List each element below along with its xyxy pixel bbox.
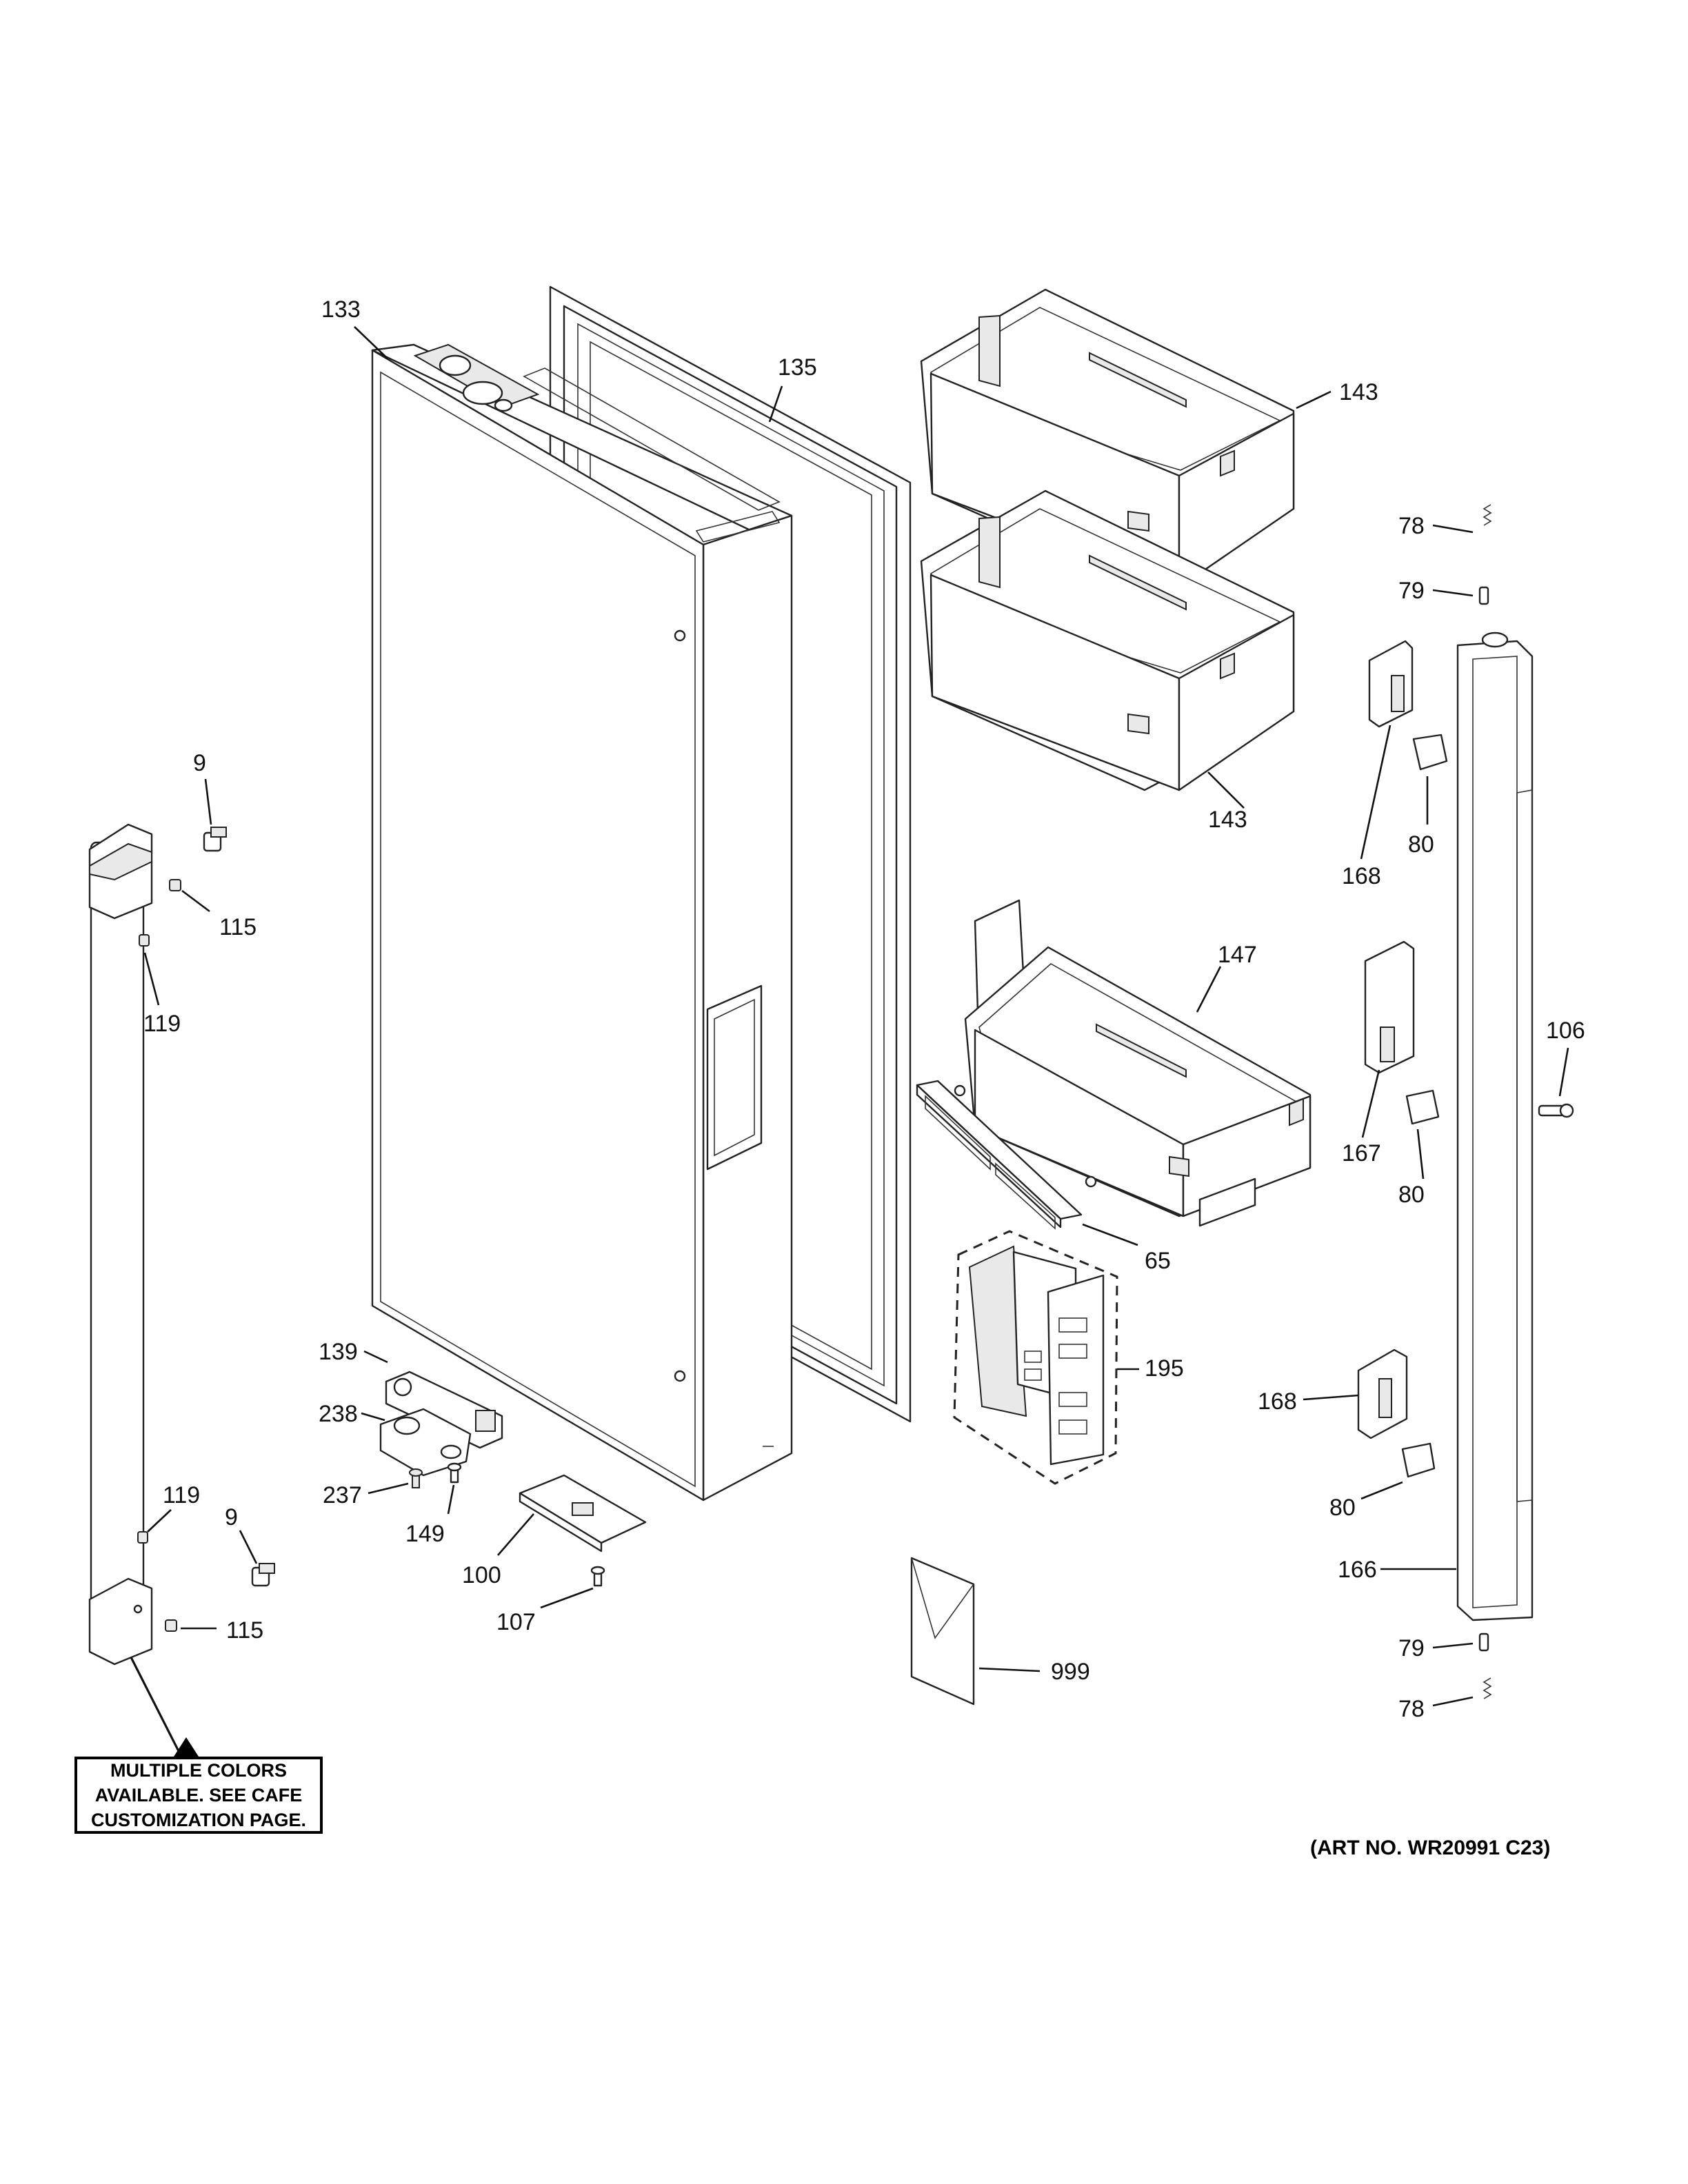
- spring-bottom[interactable]: [1483, 1677, 1492, 1699]
- hinge-upper[interactable]: [1368, 640, 1414, 728]
- set-screw-bottom[interactable]: [165, 1619, 177, 1632]
- hinge-trim-bar[interactable]: [1456, 631, 1534, 1621]
- callout-237: 237: [323, 1482, 362, 1508]
- callout-65: 65: [1145, 1248, 1171, 1274]
- callout-115-bottom: 115: [226, 1617, 263, 1644]
- callout-9-top: 9: [193, 750, 206, 776]
- callout-80-lower: 80: [1329, 1495, 1356, 1521]
- hinge-screw[interactable]: [1538, 1103, 1574, 1118]
- callout-79-bottom: 79: [1398, 1635, 1425, 1661]
- callout-167: 167: [1342, 1140, 1381, 1166]
- callout-139: 139: [319, 1339, 358, 1365]
- callout-80-upper: 80: [1408, 831, 1434, 858]
- callout-100: 100: [462, 1562, 501, 1588]
- art-number: (ART NO. WR20991 C23): [1310, 1837, 1551, 1859]
- door-stop-plate[interactable]: [519, 1474, 647, 1553]
- callout-79-top: 79: [1398, 578, 1425, 604]
- hinge-screw-237[interactable]: [409, 1468, 423, 1488]
- callout-195: 195: [1145, 1355, 1184, 1382]
- set-screw-lower-left[interactable]: [137, 1531, 148, 1544]
- callout-135: 135: [778, 354, 817, 381]
- control-board-assembly[interactable]: [953, 1230, 1118, 1485]
- callout-115-top: 115: [219, 914, 257, 940]
- callout-147: 147: [1218, 942, 1257, 968]
- callout-168-lower: 168: [1258, 1388, 1297, 1415]
- callout-143-lower: 143: [1208, 807, 1247, 833]
- set-screw-upper-left[interactable]: [139, 934, 150, 947]
- callout-78-bottom: 78: [1398, 1696, 1425, 1722]
- callout-143-upper: 143: [1339, 379, 1378, 405]
- color-options-note: MULTIPLE COLORS AVAILABLE. SEE CAFE CUST…: [74, 1757, 323, 1834]
- bottom-hinge-bracket[interactable]: [385, 1371, 503, 1449]
- spring-top[interactable]: [1483, 504, 1492, 526]
- hinge-middle[interactable]: [1364, 940, 1415, 1074]
- callout-9-bottom: 9: [225, 1504, 238, 1530]
- hinge-lower[interactable]: [1357, 1348, 1408, 1439]
- callout-78-top: 78: [1398, 513, 1425, 539]
- hinge-screw-149[interactable]: [447, 1462, 462, 1484]
- door-bin-dairy[interactable]: [964, 899, 1312, 1227]
- hinge-cam-upper[interactable]: [1412, 734, 1448, 771]
- callout-238: 238: [319, 1401, 358, 1427]
- cover-plate[interactable]: [916, 1080, 1097, 1230]
- literature-envelope[interactable]: [910, 1557, 975, 1706]
- callout-168-upper: 168: [1342, 863, 1381, 889]
- hinge-pin-plate[interactable]: [379, 1408, 472, 1477]
- callout-labels: 133 135 143 143 78 79 168 80 147 106 167…: [143, 296, 1585, 1722]
- door-bin-lower[interactable]: [920, 489, 1295, 791]
- fresh-food-door[interactable]: [371, 343, 793, 1502]
- handle-stud-bottom[interactable]: [251, 1563, 275, 1587]
- note-line-2: AVAILABLE. SEE CAFE: [94, 1785, 303, 1806]
- hinge-cam-middle[interactable]: [1405, 1089, 1440, 1125]
- bushing-top[interactable]: [1478, 586, 1489, 605]
- screw-107[interactable]: [590, 1566, 605, 1587]
- callout-999: 999: [1051, 1659, 1090, 1685]
- door-handle[interactable]: [88, 823, 153, 1666]
- hinge-cam-lower[interactable]: [1401, 1442, 1436, 1478]
- callout-107: 107: [496, 1609, 536, 1635]
- callout-80-middle: 80: [1398, 1182, 1425, 1208]
- handle-stud-top[interactable]: [203, 827, 227, 852]
- set-screw-top[interactable]: [169, 879, 181, 891]
- callout-149: 149: [405, 1521, 445, 1547]
- leader-lines: [130, 326, 1569, 1757]
- note-line-1: MULTIPLE COLORS: [110, 1760, 287, 1781]
- callout-133: 133: [321, 296, 361, 323]
- callout-119-top: 119: [143, 1011, 181, 1037]
- callout-166: 166: [1338, 1557, 1377, 1583]
- callout-119-bottom: 119: [163, 1482, 200, 1508]
- note-line-3: CUSTOMIZATION PAGE.: [90, 1810, 306, 1830]
- bushing-bottom[interactable]: [1478, 1632, 1489, 1652]
- callout-106: 106: [1546, 1018, 1585, 1044]
